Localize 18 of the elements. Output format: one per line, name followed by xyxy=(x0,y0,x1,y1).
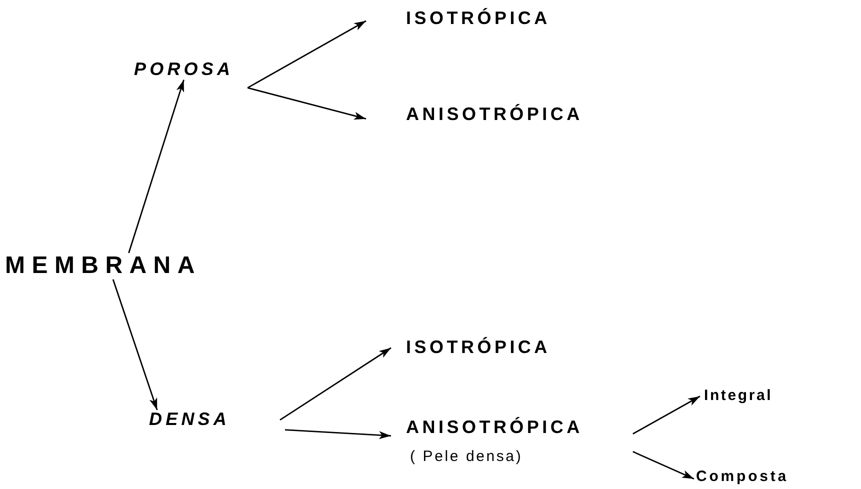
note-text: ( Pele densa) xyxy=(410,449,523,466)
type-label: ANISOTRÓPICA xyxy=(406,418,583,438)
root-term: MEMBRANA xyxy=(5,253,202,280)
arrow xyxy=(128,80,184,254)
type-label: Integral xyxy=(704,388,773,404)
arrow xyxy=(632,451,694,480)
type-label: ISOTRÓPICA xyxy=(406,338,550,358)
type-label: ANISOTRÓPICA xyxy=(406,105,583,125)
type-label: Composta xyxy=(696,469,789,486)
arrow xyxy=(284,429,392,440)
category-label: DENSA xyxy=(149,410,230,430)
arrow xyxy=(247,87,366,120)
category-label: POROSA xyxy=(134,60,234,80)
arrow xyxy=(112,279,158,410)
type-label: ISOTRÓPICA xyxy=(406,9,550,29)
arrow xyxy=(247,20,366,88)
arrow xyxy=(632,396,700,434)
arrow xyxy=(280,347,392,421)
